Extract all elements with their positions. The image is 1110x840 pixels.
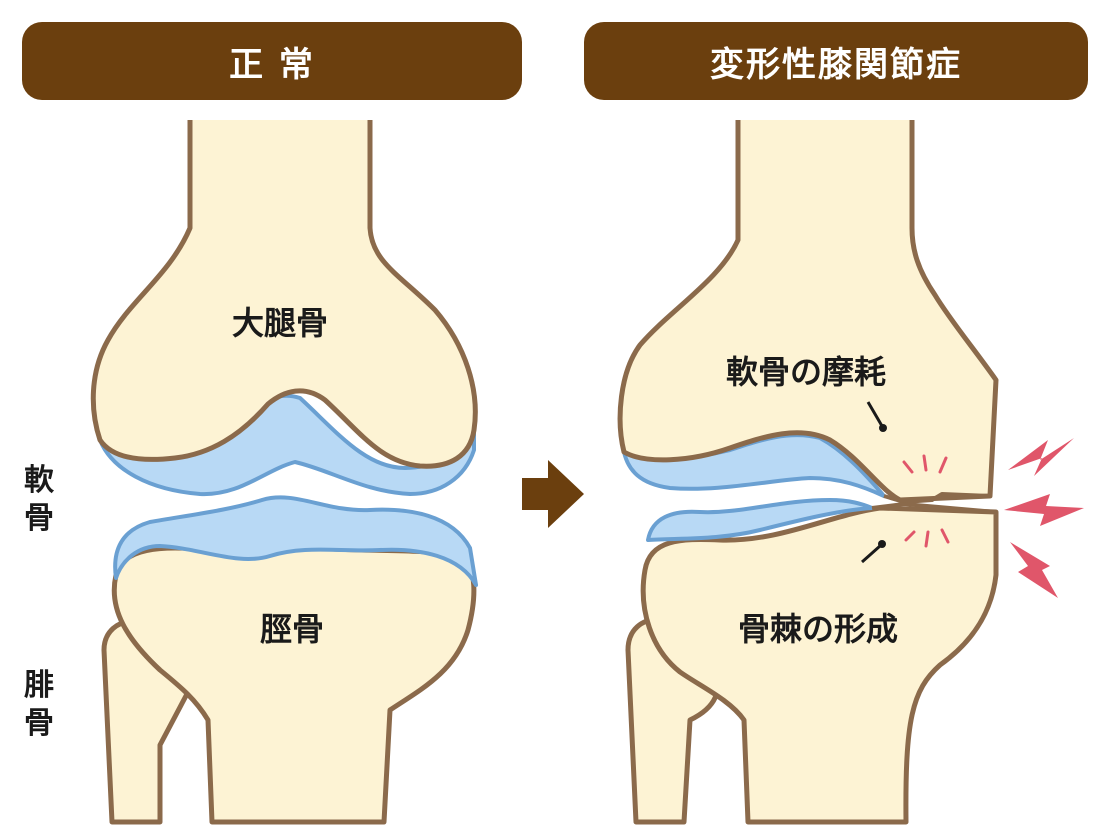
header-osteoarthritis-title: 変形性膝関節症 — [710, 44, 962, 85]
pointer-osteophyte — [861, 540, 886, 564]
oa-tibia-cartilage — [646, 498, 874, 542]
side-label-fibula: 腓骨 — [24, 668, 54, 741]
oa-knee: 軟骨の摩耗 骨棘の形成 — [617, 120, 1084, 825]
normal-femur — [90, 120, 478, 469]
header-normal-title: 正 常 — [229, 44, 315, 85]
header-normal: 正 常 — [22, 22, 522, 100]
oa-tibia — [640, 505, 999, 825]
pain-bolt-icon — [1004, 494, 1084, 526]
arrow-right-icon — [522, 460, 584, 528]
label-osteophyte: 骨棘の形成 — [738, 610, 898, 648]
oa-tibia-top-line — [871, 502, 997, 514]
pain-bolt-icon — [1008, 438, 1074, 476]
normal-knee: 大腿骨 脛骨 — [90, 120, 478, 825]
oa-joint-contact-line — [883, 492, 991, 504]
oa-femur — [617, 120, 999, 503]
side-label-cartilage: 軟骨 — [24, 463, 54, 536]
friction-marks — [902, 454, 950, 548]
label-femur: 大腿骨 — [232, 304, 328, 342]
label-cartilage-wear: 軟骨の摩耗 — [726, 353, 886, 391]
pointer-cartilage-wear — [866, 401, 887, 432]
normal-tibia-cartilage — [113, 495, 478, 587]
header-osteoarthritis: 変形性膝関節症 — [584, 22, 1088, 100]
pain-bolt-icon — [1010, 542, 1058, 598]
label-tibia: 脛骨 — [260, 610, 324, 648]
